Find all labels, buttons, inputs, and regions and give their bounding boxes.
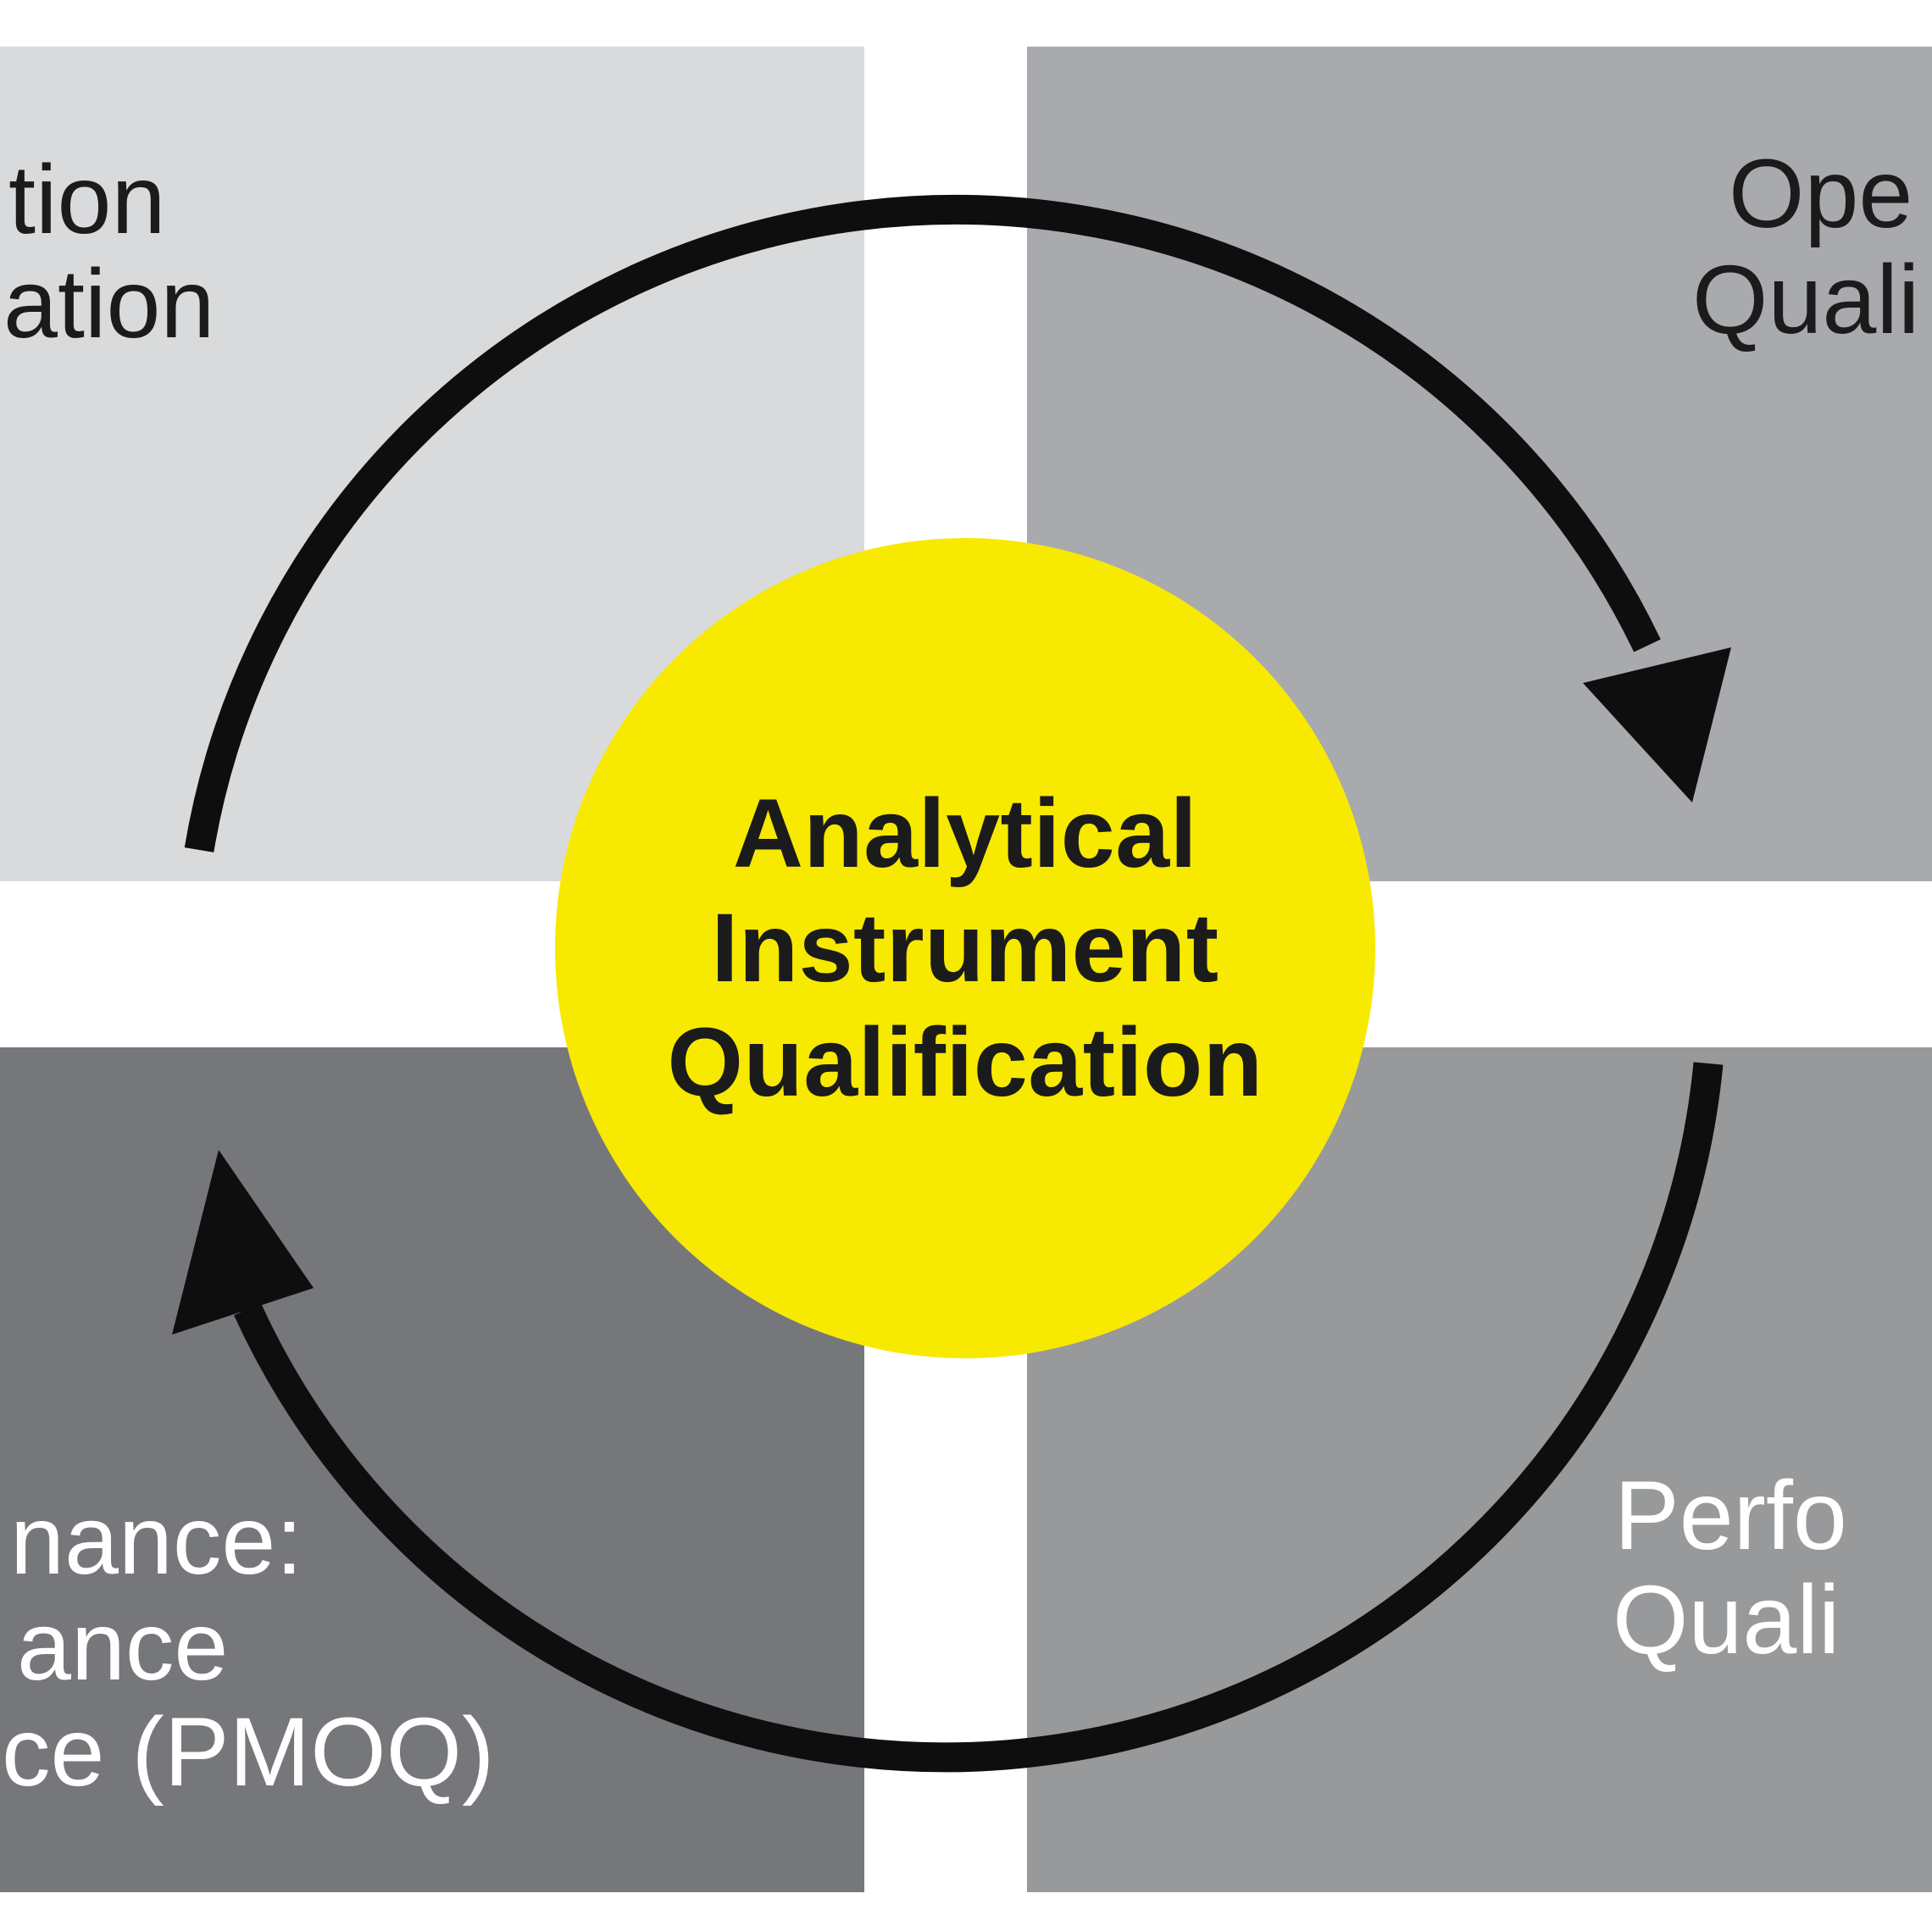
label-bottom-right-line2: Quali [1613,1566,1840,1674]
center-circle: Analytical Instrument Qualification [555,538,1375,1358]
label-bottom-left-line2: ance [17,1592,229,1701]
label-bottom-left-line1: nance: [10,1486,303,1595]
label-top-left-line1: tion [8,146,166,254]
center-label-line1: Analytical [732,779,1198,888]
label-bottom-right-line1: Perfo [1614,1462,1847,1570]
label-bottom-left-line3: ce (PMOQ) [2,1698,495,1807]
label-top-left-line2: ation [3,250,215,358]
label-top-right-line1: Ope [1729,140,1913,248]
center-label-line3: Qualification [667,1008,1263,1117]
center-label-line2: Instrument [711,893,1219,1002]
clockwise-arc-top [184,194,1661,852]
arrowhead-down-right-icon [1583,647,1731,802]
arrowhead-up-left-icon [172,1150,314,1335]
label-top-right-line2: Quali [1692,246,1920,354]
clockwise-arc-bottom [234,1062,1724,1773]
